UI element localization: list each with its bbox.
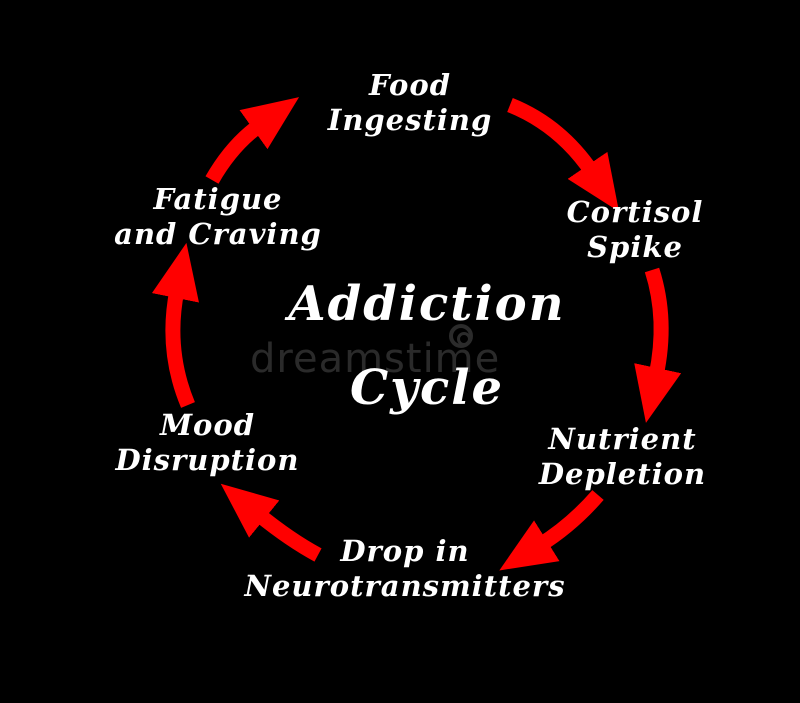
step-mood-disruption: Mood Disruption	[90, 408, 325, 478]
step-label-line-2: and Craving	[114, 216, 322, 251]
step-label-line-2: Disruption	[115, 442, 300, 477]
arrow-drop-to-mood	[220, 483, 322, 562]
step-label-line-1: Food	[369, 68, 451, 102]
step-label-line-1: Cortisol	[566, 195, 704, 229]
step-label-line-2: Spike	[587, 229, 683, 264]
step-label-line-1: Drop in	[340, 534, 470, 568]
step-drop-in-neurotransmitters: Drop in Neurotransmitters	[200, 534, 610, 604]
title-line-1: Addiction	[288, 276, 566, 332]
step-label-line-1: Nutrient	[548, 422, 697, 456]
step-cortisol-spike: Cortisol Spike	[540, 195, 730, 265]
arrow-food-to-cortisol	[507, 98, 620, 212]
step-label-line-1: Fatigue	[153, 182, 283, 216]
step-label-line-1: Mood	[159, 408, 256, 442]
title-line-2: Cycle	[349, 360, 505, 416]
step-label-line-2: Neurotransmitters	[244, 568, 566, 603]
step-nutrient-depletion: Nutrient Depletion	[515, 422, 730, 492]
step-label-line-2: Depletion	[538, 456, 707, 491]
arrow-fatigue-to-food	[205, 97, 300, 184]
watermark: dreamstime	[250, 336, 501, 382]
step-label-line-2: Ingesting	[327, 102, 493, 137]
diagram-title: Addiction Cycle	[262, 262, 592, 430]
step-fatigue-and-craving: Fatigue and Craving	[78, 182, 358, 252]
arrow-cortisol-to-nutrient	[634, 267, 682, 423]
arrow-mood-to-fatigue	[151, 242, 199, 408]
watermark-logo-icon	[449, 324, 473, 348]
arrow-nutrient-to-drop	[499, 490, 604, 571]
step-food-ingesting: Food Ingesting	[300, 68, 520, 138]
